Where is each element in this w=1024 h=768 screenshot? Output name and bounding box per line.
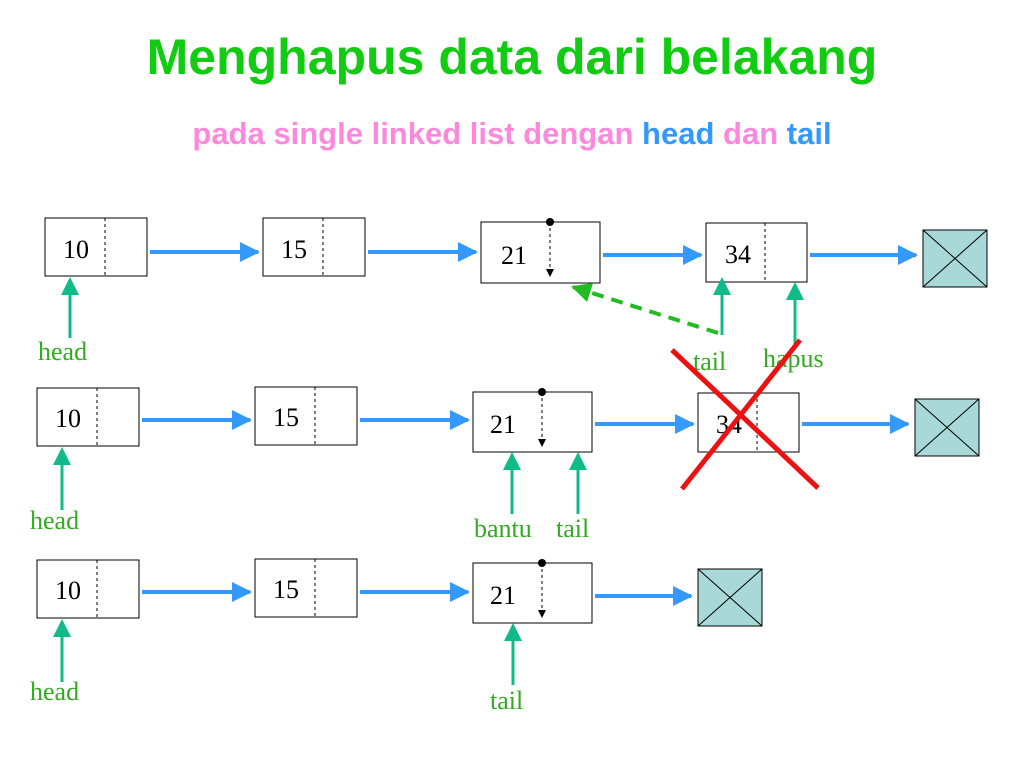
node-value: 21 [501,241,527,270]
null-box [914,398,980,457]
null-box [697,568,763,627]
tail-move-arrow [571,282,719,335]
node-value: 10 [63,235,89,264]
page-subtitle: pada single linked list dengan head dan … [0,116,1024,152]
subtitle-text-tail: tail [786,116,832,151]
row-2: 10 15 21 34 head bantu [30,386,980,543]
node-value: 15 [273,575,299,604]
node-box: 10 [44,217,148,277]
row-3: 10 15 21 head tail [30,558,763,715]
head-label: head [30,677,79,706]
node-box: 10 [36,559,140,619]
node-box: 10 [36,387,140,447]
page-title: Menghapus data dari belakang [146,29,878,85]
node-box: 15 [254,558,358,618]
tail-label: tail [693,347,726,376]
bantu-label: bantu [474,514,532,543]
row-1: 10 15 21 34 head tail [38,217,988,376]
delete-mark-icon [670,338,820,491]
node-box: 21 [472,388,593,453]
node-value: 15 [281,235,307,264]
node-box: 21 [480,218,601,284]
tail-label: tail [556,514,589,543]
subtitle-text-head: head [642,116,715,151]
subtitle-text-dan: dan [723,116,779,151]
node-value: 21 [490,410,516,439]
head-label: head [38,337,87,366]
subtitle-text-1: pada single linked list dengan [192,116,634,151]
node-box: 21 [472,559,593,624]
node-box: 15 [254,386,358,446]
node-value: 10 [55,576,81,605]
node-value: 10 [55,404,81,433]
node-box: 15 [262,217,366,277]
node-value: 34 [725,240,751,269]
null-box [922,229,988,288]
node-value: 21 [490,581,516,610]
head-label: head [30,506,79,535]
node-value: 15 [273,403,299,432]
node-box: 34 [705,222,808,283]
tail-label: tail [490,686,523,715]
